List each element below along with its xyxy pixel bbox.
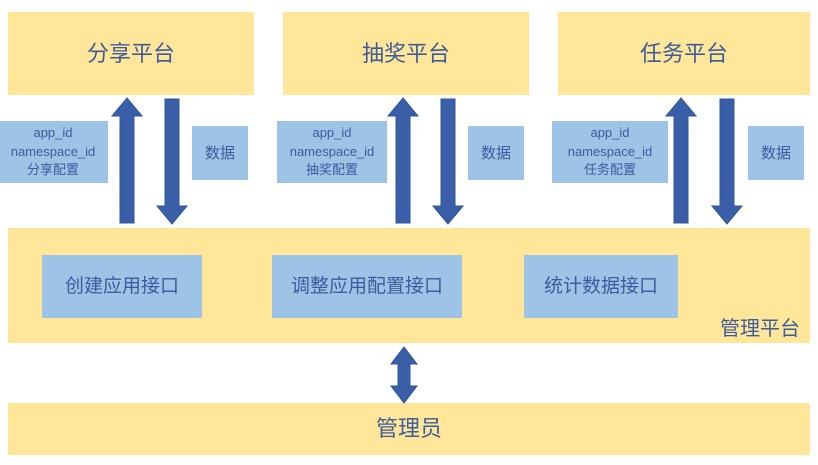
platform-panel-lottery[interactable]: 抽奖平台 bbox=[283, 12, 529, 95]
request-label-share: app_id namespace_id 分享配置 bbox=[0, 121, 108, 183]
request-label-task-namespace-id: namespace_id bbox=[567, 143, 653, 159]
request-label-task-config: 任务配置 bbox=[583, 162, 636, 178]
arrow-task-response-down-icon bbox=[710, 98, 744, 225]
arrow-lottery-request-up-icon bbox=[386, 97, 420, 224]
api-box-statistics[interactable]: 统计数据接口 bbox=[524, 255, 678, 318]
platform-panel-task[interactable]: 任务平台 bbox=[558, 12, 810, 95]
request-label-lottery-namespace-id: namespace_id bbox=[289, 143, 375, 159]
arrow-share-request-up-icon bbox=[110, 97, 144, 224]
request-label-lottery: app_id namespace_id 抽奖配置 bbox=[277, 121, 387, 183]
administrator-panel[interactable]: 管理员 bbox=[8, 403, 810, 455]
request-label-lottery-config: 抽奖配置 bbox=[305, 162, 358, 178]
arrow-task-request-up-icon bbox=[664, 97, 698, 224]
request-label-share-app-id: app_id bbox=[33, 125, 73, 141]
api-box-adjust-config[interactable]: 调整应用配置接口 bbox=[272, 255, 462, 318]
platform-title-share: 分享平台 bbox=[86, 40, 175, 66]
platform-title-task: 任务平台 bbox=[639, 40, 728, 66]
arrow-share-response-down-icon bbox=[155, 98, 189, 225]
platform-title-lottery: 抽奖平台 bbox=[361, 40, 450, 66]
administrator-label: 管理员 bbox=[375, 416, 442, 441]
request-label-lottery-app-id: app_id bbox=[312, 125, 352, 141]
request-label-share-config: 分享配置 bbox=[26, 162, 79, 178]
request-label-share-namespace-id: namespace_id bbox=[10, 143, 96, 159]
response-label-share: 数据 bbox=[192, 126, 248, 180]
response-label-lottery: 数据 bbox=[468, 126, 524, 180]
arrow-lottery-response-down-icon bbox=[431, 98, 465, 225]
request-label-task-app-id: app_id bbox=[590, 125, 630, 141]
response-label-task: 数据 bbox=[748, 126, 804, 180]
api-box-create-app[interactable]: 创建应用接口 bbox=[42, 255, 202, 318]
arrow-administrator-bidirectional-icon bbox=[389, 346, 419, 404]
request-label-task: app_id namespace_id 任务配置 bbox=[552, 121, 668, 183]
management-platform-label: 管理平台 bbox=[720, 318, 800, 340]
platform-panel-share[interactable]: 分享平台 bbox=[8, 12, 254, 95]
